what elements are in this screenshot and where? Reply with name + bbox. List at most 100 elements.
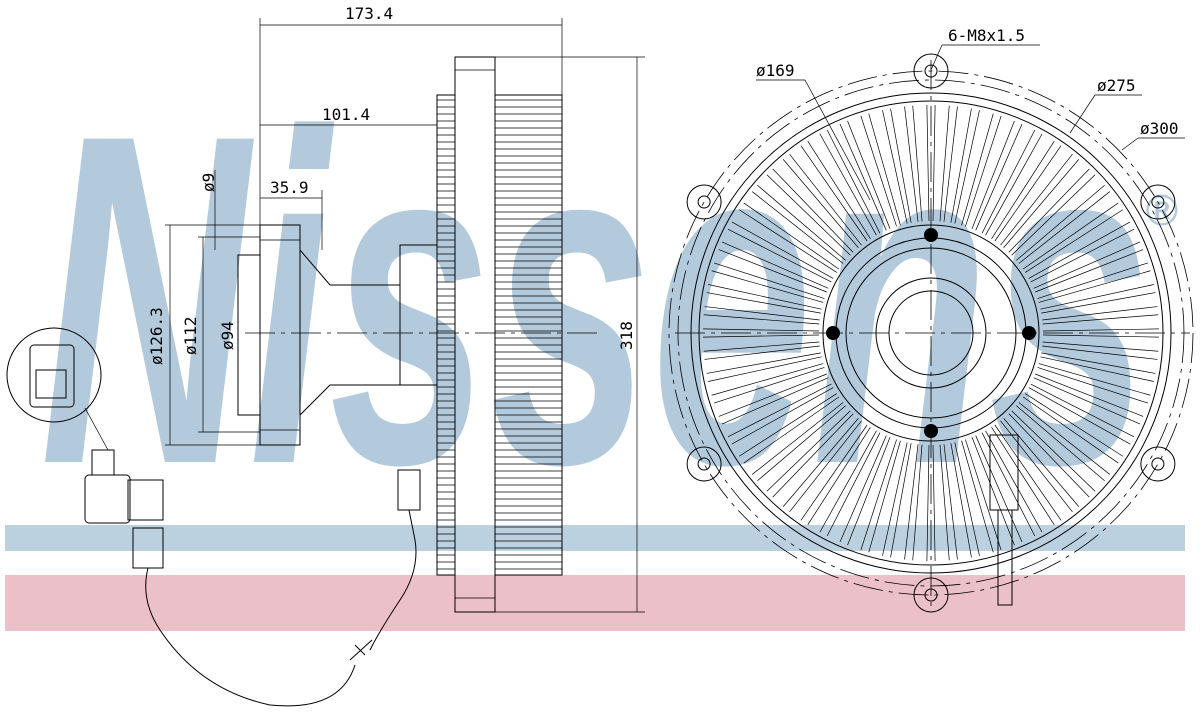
fin-line [868,440,901,553]
fin-line [1011,410,1096,492]
fin-line [1041,292,1156,314]
mounting-boss [686,446,722,482]
fin-line [1000,420,1073,513]
dimensions: 173.4 101.4 35.9 ø9 ø126.3 ø112 ø94 318 [147,4,645,613]
fin-line [751,402,844,475]
fin-line [1003,418,1080,507]
fin-line [751,191,844,264]
fin-line [1042,328,1159,332]
fin-line [789,420,862,513]
fin-line [743,396,840,464]
fin-line [1025,393,1124,457]
fin-line [1022,202,1119,270]
fin-line [1037,367,1149,404]
fin-line [727,383,832,438]
fin-line [819,430,877,533]
fin-line [868,113,901,226]
fin-line [1042,345,1158,360]
fin-line [965,439,1002,551]
dim-pcd-dia: ø275 [1097,76,1136,95]
fin-line [1030,383,1135,438]
fin-line [985,430,1043,533]
fin-line [721,377,829,425]
fin-line [1038,363,1151,396]
fin-line [1003,159,1080,248]
fin-line [904,444,919,560]
fin-line [839,435,887,543]
fin-line [860,439,897,551]
fin-line [932,444,936,561]
fin-line [882,110,908,224]
fin-line [819,133,877,236]
fin-line [718,373,827,417]
fin-line [1042,341,1159,352]
fin-line [965,115,1002,227]
fin-line [766,410,851,492]
dim-flange-length: 35.9 [270,178,309,197]
fin-line [904,106,919,222]
fin-line [1030,228,1135,283]
dim-bolts: 6-M8x1.5 [948,26,1025,45]
connector [6,327,356,707]
fin-line [1042,314,1159,325]
fin-line [703,314,820,325]
fin-line [757,405,846,482]
fin-line [800,145,868,242]
dim-overall-length: 173.4 [345,4,393,23]
fin-line [782,159,859,248]
pink-stripe [5,575,1185,631]
fin-line [939,105,950,222]
fin-line [713,262,825,299]
fin-line [703,328,820,332]
fin-line [994,145,1062,242]
fin-line [1011,174,1096,256]
fin-line [766,174,851,256]
front-view [668,53,1194,613]
fin-line [738,393,837,457]
fin-line [704,345,820,360]
bolt-hole-icon [697,457,711,471]
fin-line [1018,191,1111,264]
fin-line [708,284,822,310]
fin-line [954,442,980,556]
fin-line [1042,334,1159,338]
fin-line [703,341,820,352]
brand-watermark: Nissens [40,37,1150,562]
dim-hub-length: 101.4 [322,105,370,124]
fin-line [943,444,958,560]
fin-line [706,352,821,374]
fin-line [985,133,1043,236]
fin-line [981,432,1036,537]
fin-line [975,435,1023,543]
dim-height: 318 [617,321,636,350]
fin-line [731,387,834,445]
dim-inner-dia: ø169 [756,61,795,80]
fin-line [807,140,871,239]
fin-line [1035,249,1144,293]
fin-line [711,270,824,303]
fin-line [704,306,820,321]
fin-line [731,221,834,279]
fin-line [703,334,820,338]
fin-line [1035,373,1144,417]
fin-line [991,140,1055,239]
fin-line [932,105,936,222]
mounting-boss [1140,446,1176,482]
fin-line [826,432,881,537]
fin-line [706,292,821,314]
fin-line [1040,284,1154,310]
fin-line [926,444,930,561]
fin-line [1008,168,1090,253]
fin-line [890,443,912,558]
fin-line [961,440,994,553]
side-view [237,56,600,661]
fin-line [711,363,824,396]
dim-pulley-pcd: ø112 [181,316,200,355]
fin-line [1016,405,1105,482]
fin-line [782,418,859,507]
fin-line [1022,396,1119,464]
fin-line [950,108,972,223]
fin-line [1042,306,1158,321]
